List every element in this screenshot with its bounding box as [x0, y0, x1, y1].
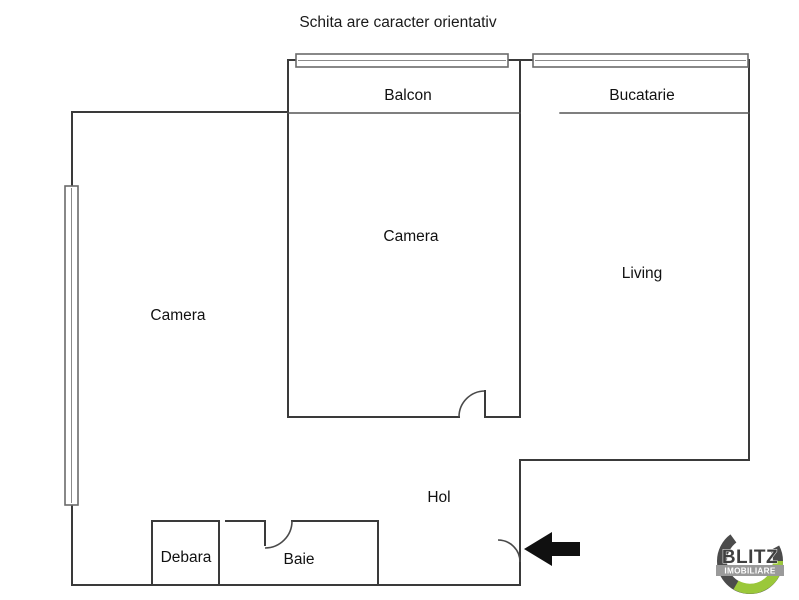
door-group — [264, 390, 521, 563]
logo-subtitle-band — [716, 565, 784, 576]
window-group — [64, 53, 749, 506]
room-label-living: Living — [622, 265, 663, 282]
door-baie-arc — [264, 520, 293, 549]
room-label-group: Balcon Bucatarie Camera Camera Living Ho… — [150, 87, 674, 568]
brand-logo: BLITZ IMOBILIARE — [716, 528, 784, 594]
room-label-baie: Baie — [283, 551, 314, 568]
logo-brand-text: BLITZ — [722, 547, 778, 568]
door-entry-arc — [497, 539, 521, 563]
room-label-debara: Debara — [161, 549, 212, 566]
room-label-bucatarie: Bucatarie — [609, 87, 674, 104]
door-camera-center-arc — [458, 390, 486, 418]
room-label-camera-center: Camera — [383, 228, 439, 245]
room-label-balcon: Balcon — [384, 87, 431, 104]
page-title: Schita are caracter orientativ — [299, 14, 497, 31]
entry-arrow — [524, 532, 580, 566]
room-label-hol: Hol — [427, 489, 450, 506]
entry-arrow-shape — [524, 532, 580, 566]
room-label-camera-left: Camera — [150, 307, 206, 324]
logo-subtitle-text: IMOBILIARE — [724, 567, 775, 576]
